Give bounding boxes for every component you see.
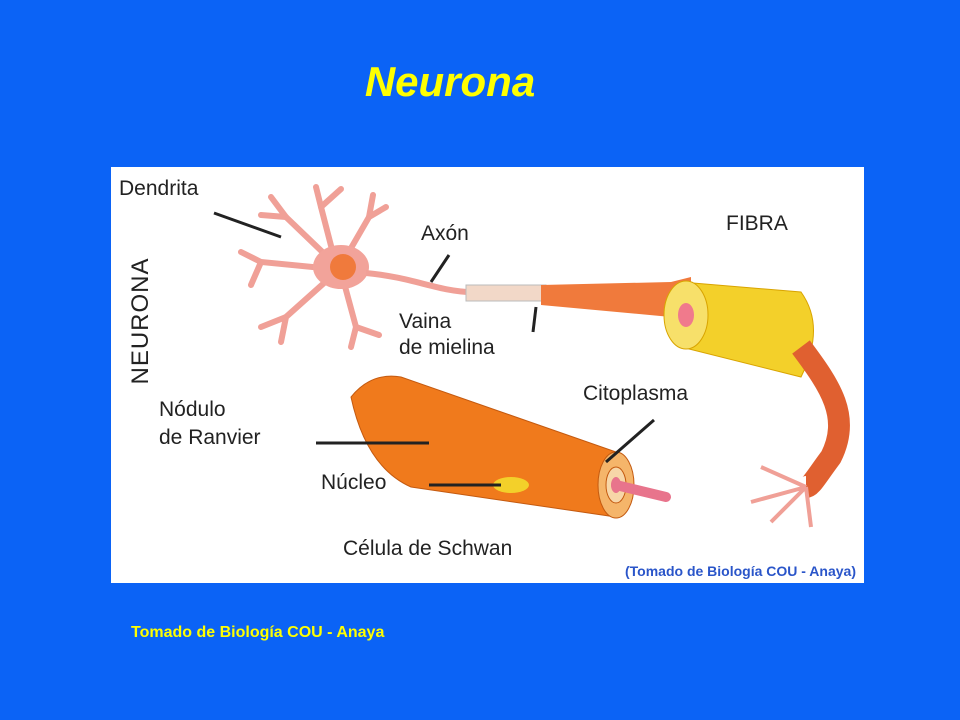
neurona-vertical-label: NEURONA	[127, 257, 154, 385]
label-nodulo: Nódulo	[159, 398, 226, 421]
label-fibra: FIBRA	[726, 212, 788, 235]
schwann-cell	[350, 375, 671, 519]
label-ranvier: de Ranvier	[159, 426, 261, 449]
label-vaina: Vaina	[399, 310, 452, 333]
fiber-tail	[792, 340, 850, 498]
myelin-cylinder	[680, 281, 814, 378]
label-dendrita: Dendrita	[119, 177, 199, 200]
figure-credit: (Tomado de Biología COU - Anaya)	[624, 563, 856, 579]
neuron-nucleus	[330, 254, 356, 280]
myelin-sheath	[465, 284, 547, 302]
neuron-dendrites	[238, 184, 389, 350]
label-nucleo: Núcleo	[321, 471, 387, 494]
label-mielina: de mielina	[399, 336, 495, 359]
fiber-segment	[541, 277, 691, 317]
slide-title: Neurona	[364, 58, 536, 105]
axon	[365, 270, 472, 295]
neuron-illustration	[213, 184, 850, 528]
neuron-figure: NEURONA Dendrita Axón FIBRA Vaina de mie…	[111, 167, 864, 583]
pointer-lines	[213, 211, 655, 487]
slide-credit: Tomado de Biología COU - Anaya	[131, 624, 385, 641]
label-schwan: Célula de Schwan	[343, 537, 513, 560]
label-citoplasma: Citoplasma	[583, 382, 689, 405]
label-axon: Axón	[421, 222, 469, 245]
